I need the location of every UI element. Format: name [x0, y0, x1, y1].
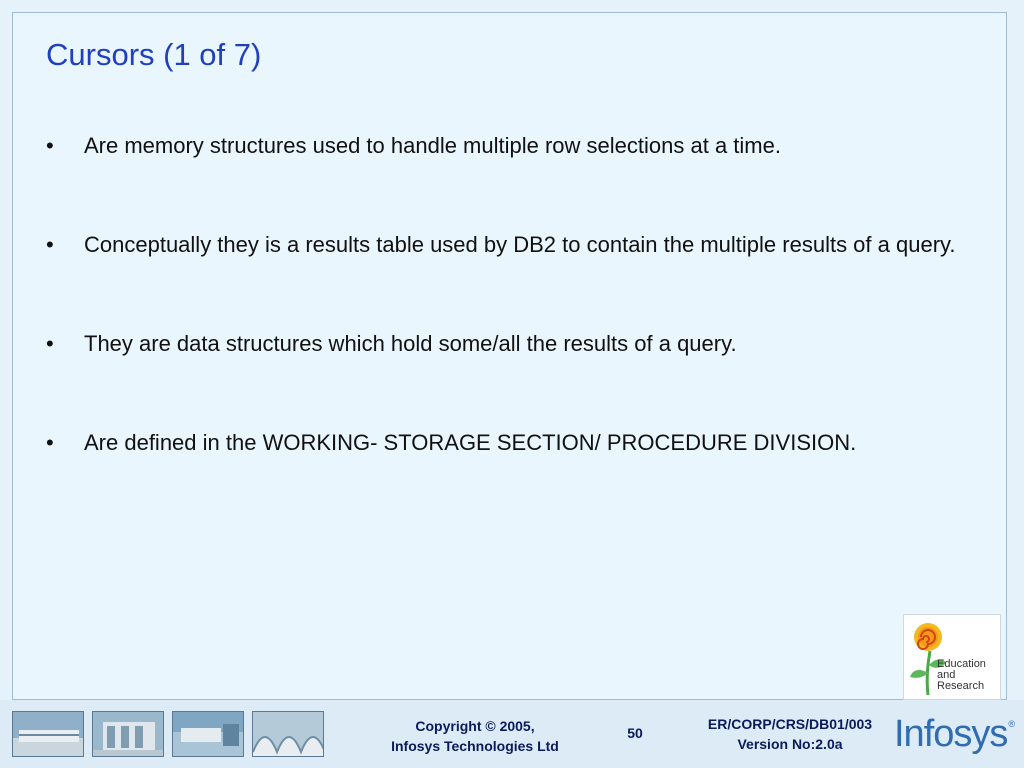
logo-caption: Education and Research: [937, 659, 986, 692]
bullet-item: • They are data structures which hold so…: [43, 321, 983, 367]
copyright-notice: Copyright © 2005, Infosys Technologies L…: [355, 716, 595, 756]
bullet-dot: •: [46, 232, 54, 257]
registered-mark: ®: [1008, 719, 1015, 729]
infosys-logo: Infosys®: [894, 713, 1015, 756]
slide-footer: Copyright © 2005, Infosys Technologies L…: [0, 700, 1024, 768]
bullet-item: • Are defined in the WORKING- STORAGE SE…: [43, 420, 983, 466]
bullet-dot: •: [46, 331, 54, 356]
bullet-item: • Are memory structures used to handle m…: [43, 123, 983, 169]
bullet-text: They are data structures which hold some…: [84, 331, 737, 356]
bullet-text: Are defined in the WORKING- STORAGE SECT…: [84, 430, 857, 455]
bullet-dot: •: [46, 430, 54, 455]
building-photo-icon: [92, 711, 164, 757]
bullet-text: Conceptually they is a results table use…: [84, 232, 956, 257]
logo-line: and: [937, 669, 956, 681]
content-panel: Cursors (1 of 7) • Are memory structures…: [12, 12, 1007, 700]
document-id: ER/CORP/CRS/DB01/003 Version No:2.0a: [680, 714, 900, 754]
doc-id-line: ER/CORP/CRS/DB01/003: [707, 716, 873, 732]
bullet-text: Are memory structures used to handle mul…: [84, 133, 781, 158]
bullet-list: • Are memory structures used to handle m…: [43, 123, 983, 519]
version-line: Version No:2.0a: [737, 736, 843, 752]
campus-photo-icon: [172, 711, 244, 757]
copyright-line: Infosys Technologies Ltd: [391, 738, 559, 754]
brand-name: Infosys: [894, 713, 1008, 755]
logo-line: Research: [937, 680, 985, 692]
flower-logo-icon: [910, 623, 946, 696]
logo-line: Education: [937, 658, 986, 670]
bullet-dot: •: [46, 133, 54, 158]
bullet-item: • Conceptually they is a results table u…: [43, 222, 983, 268]
building-photo-icon: [12, 711, 84, 757]
slide-title: Cursors (1 of 7): [46, 37, 262, 72]
page-number: 50: [627, 725, 643, 741]
arches-photo-icon: [252, 711, 324, 757]
copyright-line: Copyright © 2005,: [415, 718, 535, 734]
education-research-logo: Education and Research: [903, 614, 1001, 700]
